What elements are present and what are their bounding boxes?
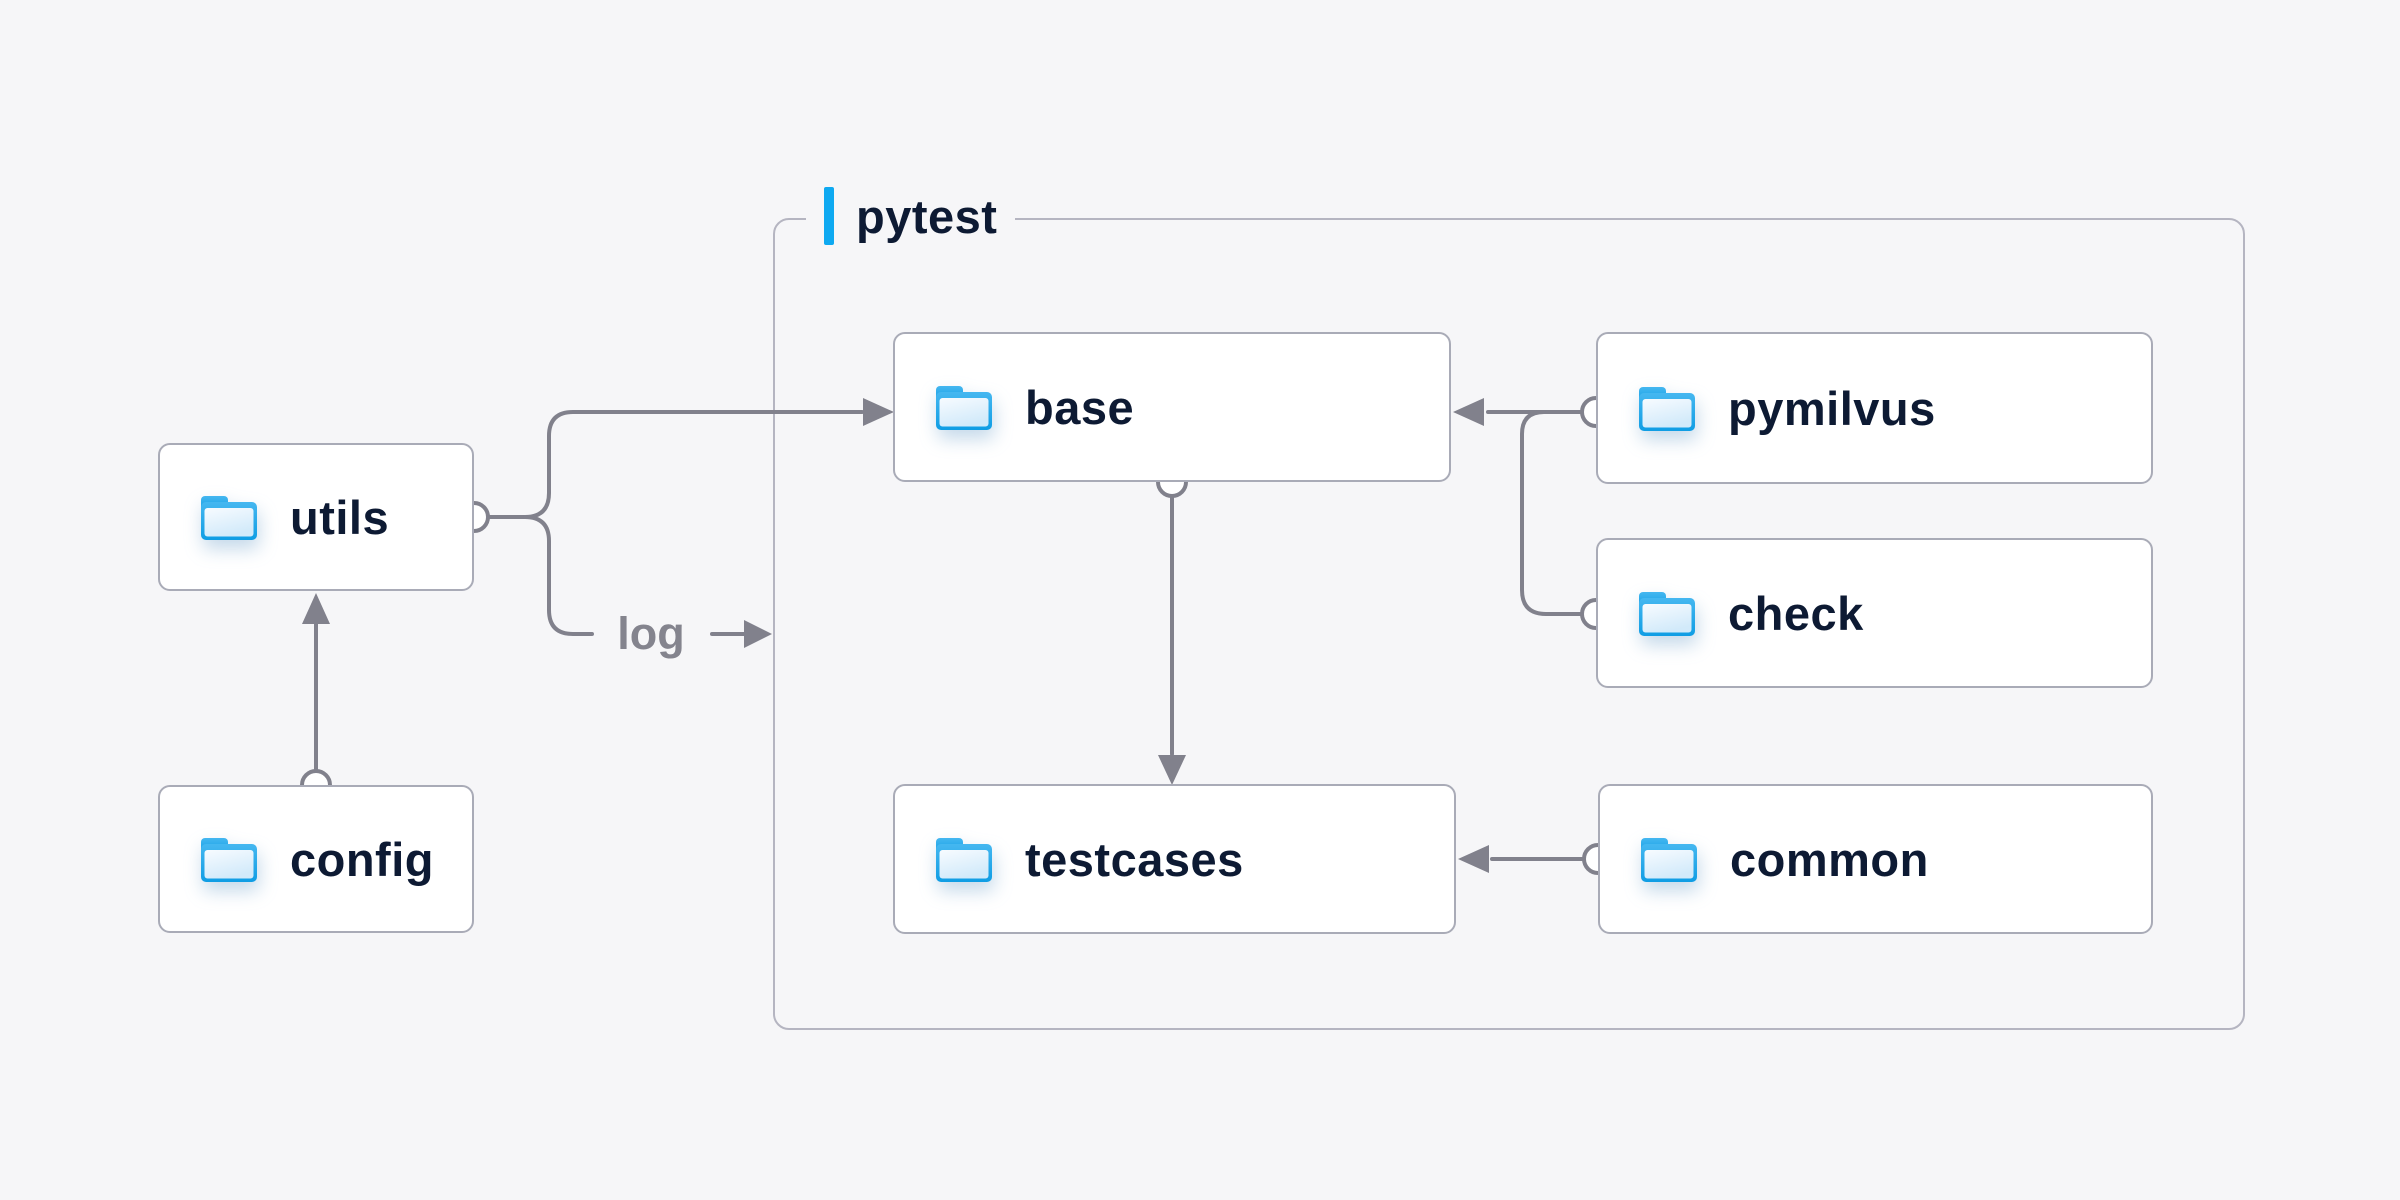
node-base: base	[893, 332, 1451, 482]
pytest-label: pytest	[806, 184, 1016, 248]
folder-icon	[1634, 381, 1700, 435]
arrowhead-log	[744, 620, 772, 648]
node-label: config	[290, 832, 434, 886]
arrowhead-into-testcases-top	[1158, 755, 1186, 785]
node-common: common	[1598, 784, 2153, 934]
pytest-container	[773, 218, 2245, 1030]
node-label: pymilvus	[1728, 381, 1936, 435]
folder-icon	[931, 832, 997, 886]
node-label: base	[1025, 380, 1135, 434]
arrowhead-into-utils	[302, 593, 330, 624]
node-check: check	[1596, 538, 2153, 688]
folder-icon	[196, 832, 262, 886]
node-config: config	[158, 785, 474, 933]
edge-utils-log	[523, 515, 594, 636]
node-utils: utils	[158, 443, 474, 591]
node-testcases: testcases	[893, 784, 1456, 934]
folder-icon	[1634, 586, 1700, 640]
arrowhead-into-testcases-right	[1458, 845, 1489, 873]
node-label: common	[1730, 832, 1929, 886]
pytest-accent-bar	[824, 187, 834, 245]
arrowhead-into-base-left	[863, 398, 894, 426]
folder-icon	[196, 490, 262, 544]
folder-icon	[931, 380, 997, 434]
edge-utils-base	[523, 410, 864, 519]
folder-icon	[1636, 832, 1702, 886]
node-label: check	[1728, 586, 1864, 640]
pytest-label-text: pytest	[856, 189, 998, 243]
node-label: utils	[290, 490, 390, 544]
arrowhead-into-base-right	[1453, 398, 1484, 426]
node-label: testcases	[1025, 832, 1244, 886]
edge-label-log: log	[617, 608, 685, 659]
node-pymilvus: pymilvus	[1596, 332, 2153, 484]
edge-check-base	[1520, 410, 1584, 616]
